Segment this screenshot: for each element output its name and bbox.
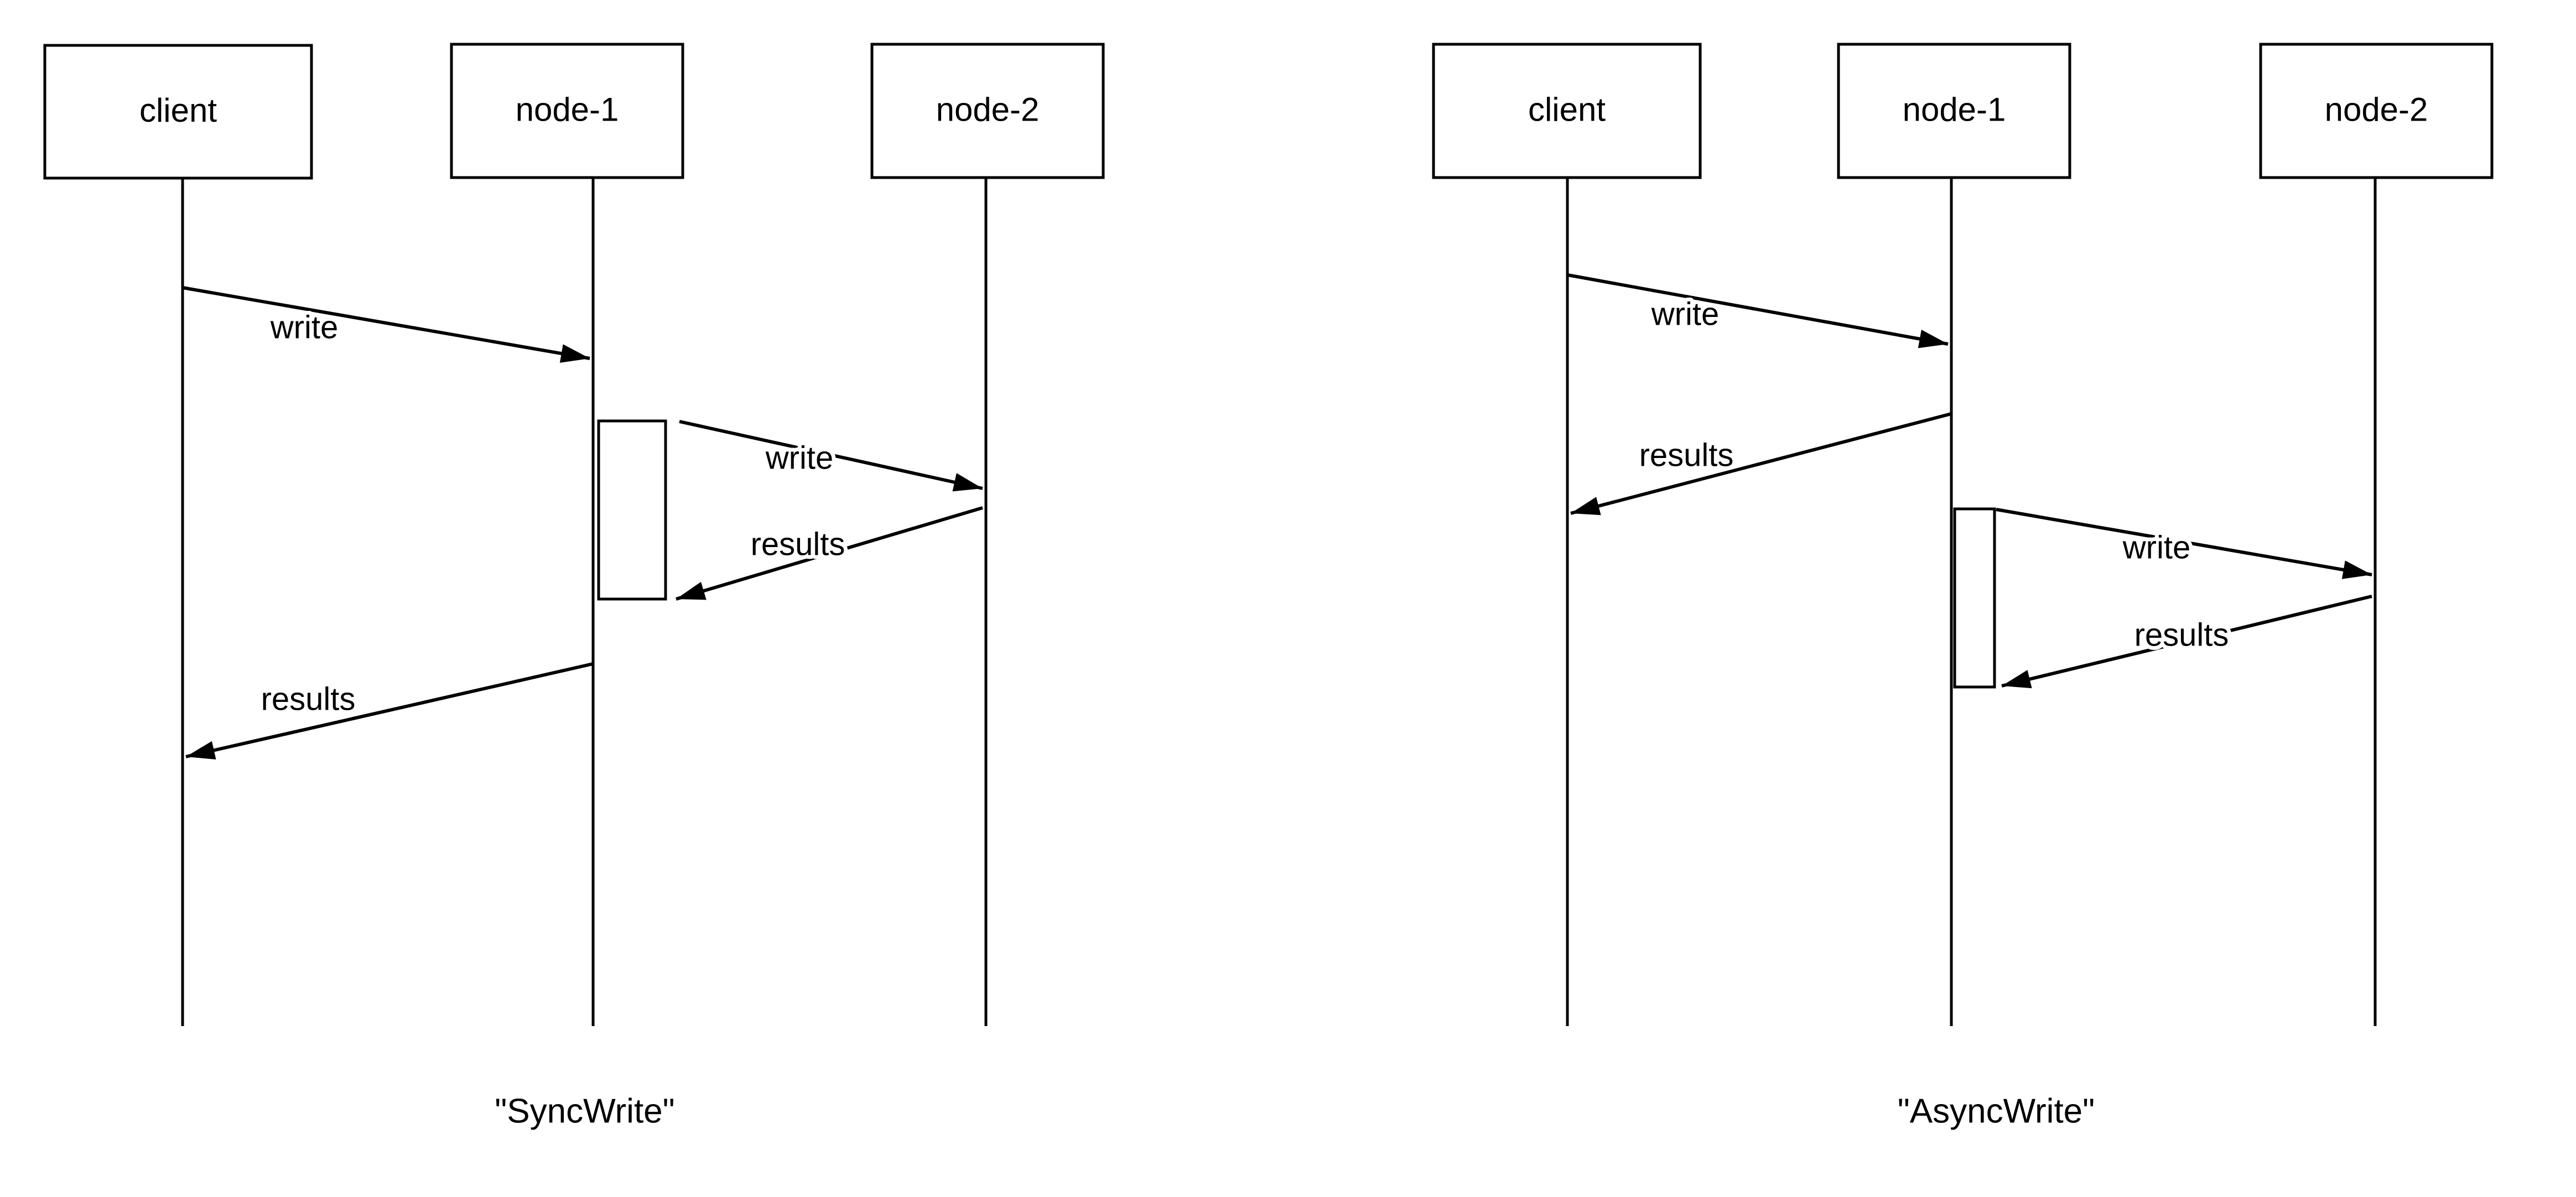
participant-box-node-1[interactable] — [450, 43, 684, 179]
participant-node-2: node-2 — [2259, 43, 2494, 1026]
message-line — [679, 420, 983, 490]
message-arrowhead — [2341, 560, 2372, 579]
message-label: results — [751, 526, 845, 562]
participant-client: client — [43, 44, 313, 1026]
message-label-halo: results — [261, 681, 356, 717]
participant-label-node-1: node-1 — [516, 91, 619, 128]
message-line — [1567, 273, 1949, 346]
message-label: results — [1639, 437, 1734, 473]
participant-box-client[interactable] — [43, 44, 313, 180]
participant-label-node-1: node-1 — [1903, 91, 2006, 128]
message-line — [1570, 412, 1952, 515]
message-label: write — [1651, 296, 1719, 332]
message-arrowhead — [1571, 497, 1601, 516]
message-arrowhead — [1918, 329, 1948, 348]
message-line — [182, 286, 590, 360]
diagram-caption-async-write: "AsyncWrite" — [1898, 1092, 2095, 1130]
activation-bar-node-1 — [597, 419, 667, 601]
message-label-halo: write — [1651, 296, 1719, 332]
message-label: write — [2122, 529, 2190, 565]
message-arrowhead — [2002, 670, 2032, 689]
participant-box-node-1[interactable] — [1837, 43, 2071, 179]
message-label-halo: results — [2134, 617, 2229, 653]
participant-label-node-2: node-2 — [936, 91, 1040, 128]
participant-node-2: node-2 — [870, 43, 1105, 1026]
participant-label-client: client — [1528, 91, 1606, 128]
participant-box-node-2[interactable] — [2259, 43, 2494, 179]
message-line — [676, 506, 983, 601]
message-label: results — [2134, 617, 2229, 653]
message-label: results — [261, 681, 356, 717]
message-arrowhead — [676, 581, 707, 600]
message-arrowhead — [952, 473, 983, 492]
activation-bar-node-1 — [1953, 507, 1996, 689]
message-line — [1996, 508, 2372, 576]
participant-box-client[interactable] — [1432, 43, 1702, 179]
participant-label-node-2: node-2 — [2325, 91, 2428, 128]
message-label: write — [765, 440, 833, 476]
message-label-halo: write — [765, 440, 833, 476]
participant-node-1: node-1 — [450, 43, 684, 1026]
diagram-caption-sync-write: "SyncWrite" — [495, 1092, 674, 1130]
message-label-halo: write — [2122, 529, 2190, 565]
message-label-halo: results — [751, 526, 845, 562]
message-label-halo: write — [270, 309, 338, 345]
participant-label-client: client — [139, 92, 217, 129]
message-arrowhead — [186, 741, 216, 760]
message-line — [185, 662, 594, 758]
participant-client: client — [1432, 43, 1702, 1026]
participant-node-1: node-1 — [1837, 43, 2071, 1026]
message-line — [2001, 595, 2372, 688]
message-label: write — [270, 309, 338, 345]
participant-box-node-2[interactable] — [870, 43, 1105, 179]
message-arrowhead — [559, 344, 590, 363]
message-label-halo: results — [1639, 437, 1734, 473]
